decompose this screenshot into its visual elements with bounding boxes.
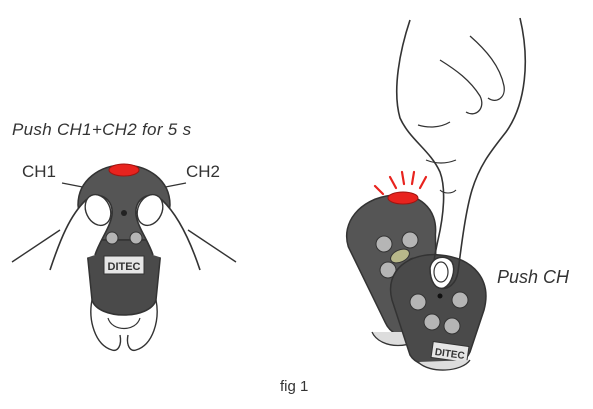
left-remote-lower [86,240,162,315]
led-flash-icon [375,172,426,194]
back-button-2 [402,232,418,248]
hand-outline-right [440,18,525,288]
figure-caption: fig 1 [280,378,308,395]
back-button-1 [376,236,392,252]
front-remote-dot [438,294,443,299]
ch2-label: CH2 [186,162,220,182]
front-button-4 [444,318,460,334]
left-button-4 [130,232,142,244]
pressing-fingernail [434,262,448,282]
curled-finger-1 [440,60,482,114]
back-led-icon [388,192,418,204]
left-brand-text: DITEC [108,261,141,273]
knuckle-crease-3 [440,190,456,193]
right-instruction-text: Push CH [497,267,569,288]
left-hand-contour [12,230,60,262]
left-illustration: DITEC [12,164,236,350]
knuckle-crease-1 [418,122,450,127]
knuckle-crease-2 [426,160,456,163]
left-center-dot [121,210,127,216]
left-led-icon [109,164,139,176]
curled-finger-2 [470,36,504,100]
left-instruction-text: Push CH1+CH2 for 5 s [12,120,191,140]
left-button-3 [106,232,118,244]
right-illustration: DITEC [342,18,526,370]
ch1-label: CH1 [22,162,56,182]
finger-knuckle [108,318,140,329]
front-button-2 [452,292,468,308]
front-button-3 [424,314,440,330]
front-button-1 [410,294,426,310]
